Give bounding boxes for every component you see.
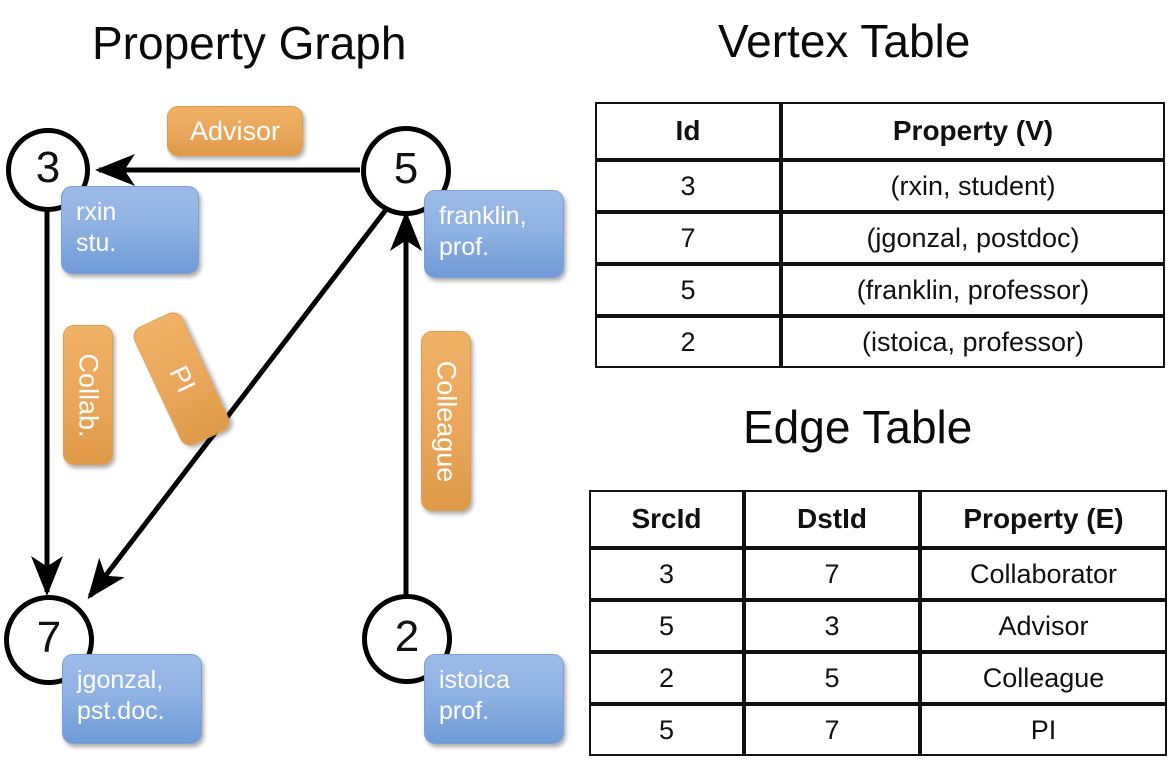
edge-table-header-row: SrcId DstId Property (E) — [589, 490, 1167, 548]
edge-row-3-src: 5 — [589, 704, 744, 756]
page-title-property-graph: Property Graph — [92, 17, 407, 69]
edge-row-0-dst: 7 — [744, 548, 920, 600]
vertex-chip-5-line2: prof. — [439, 233, 490, 261]
graph-node-2[interactable]: 2 — [362, 594, 452, 684]
edge-row-0-property: Collaborator — [920, 548, 1167, 600]
table-row[interactable]: 5 (franklin, professor) — [595, 264, 1165, 316]
graph-edges-svg — [31, 154, 422, 600]
table-row[interactable]: 3 (rxin, student) — [595, 160, 1165, 212]
edge-row-1-src: 5 — [589, 600, 744, 652]
page-title-vertex-table: Vertex Table — [718, 15, 971, 67]
vertex-row-0-id: 3 — [595, 160, 781, 212]
edge-5-to-7 — [87, 205, 390, 600]
vertex-chip-7-line2: pst.doc. — [77, 697, 165, 725]
edge-label-pi-text: PI — [162, 360, 201, 397]
graph-node-5-label: 5 — [393, 144, 419, 193]
vertex-property-chip-5: franklin, prof. — [424, 190, 564, 278]
graph-node-2-label: 2 — [394, 612, 420, 661]
edge-table: SrcId DstId Property (E) 3 7 Collaborato… — [589, 490, 1167, 756]
vertex-row-0-property: (rxin, student) — [781, 160, 1165, 212]
edge-row-0-src: 3 — [589, 548, 744, 600]
vertex-table-col-property: Property (V) — [781, 102, 1165, 160]
graph-node-3-label: 3 — [35, 143, 61, 192]
edge-table-col-property: Property (E) — [920, 490, 1167, 548]
table-row[interactable]: 2 (istoica, professor) — [595, 316, 1165, 368]
edge-label-colleague-text: Colleague — [431, 360, 462, 482]
edge-label-collab-text: Collab. — [73, 352, 104, 438]
vertex-chip-3-line2: stu. — [76, 229, 117, 257]
edge-label-collab: Collab. — [63, 325, 113, 465]
table-row[interactable]: 2 5 Colleague — [589, 652, 1167, 704]
vertex-property-chip-3: rxin stu. — [61, 186, 199, 274]
vertex-table-header-row: Id Property (V) — [595, 102, 1165, 160]
property-graph-panel: Property Graph 3 5 7 2 rxin stu. frankli… — [4, 17, 564, 744]
edge-row-1-property: Advisor — [920, 600, 1167, 652]
edge-row-3-dst: 7 — [744, 704, 920, 756]
table-row[interactable]: 5 7 PI — [589, 704, 1167, 756]
edge-row-2-property: Colleague — [920, 652, 1167, 704]
vertex-table: Id Property (V) 3 (rxin, student) 7 (jgo… — [595, 102, 1165, 368]
edge-label-colleague: Colleague — [421, 331, 471, 511]
page-title-edge-table: Edge Table — [743, 401, 973, 453]
edge-label-advisor: Advisor — [167, 106, 303, 156]
edge-table-col-srcid: SrcId — [589, 490, 744, 548]
vertex-chip-2-line2: prof. — [439, 697, 490, 725]
table-row[interactable]: 5 3 Advisor — [589, 600, 1167, 652]
vertex-chip-5-line1: franklin, — [439, 202, 527, 230]
vertex-property-chip-2: istoica prof. — [424, 654, 564, 744]
vertex-row-3-property: (istoica, professor) — [781, 316, 1165, 368]
edge-label-advisor-text: Advisor — [189, 115, 281, 146]
vertex-chip-7-line1: jgonzal, — [77, 666, 164, 694]
vertex-chip-2-line1: istoica — [439, 666, 510, 694]
table-row[interactable]: 3 7 Collaborator — [589, 548, 1167, 600]
graph-node-7-label: 7 — [36, 613, 62, 662]
table-row[interactable]: 7 (jgonzal, postdoc) — [595, 212, 1165, 264]
edge-row-2-src: 2 — [589, 652, 744, 704]
vertex-table-col-id: Id — [595, 102, 781, 160]
edge-row-1-dst: 3 — [744, 600, 920, 652]
vertex-property-chip-7: jgonzal, pst.doc. — [62, 654, 202, 744]
edge-row-3-property: PI — [920, 704, 1167, 756]
vertex-chip-3-line1: rxin — [76, 198, 117, 226]
vertex-row-1-id: 7 — [595, 212, 781, 264]
edge-row-2-dst: 5 — [744, 652, 920, 704]
edge-table-col-dstid: DstId — [744, 490, 920, 548]
vertex-row-1-property: (jgonzal, postdoc) — [781, 212, 1165, 264]
graph-node-5[interactable]: 5 — [361, 126, 451, 216]
vertex-row-2-id: 5 — [595, 264, 781, 316]
vertex-row-3-id: 2 — [595, 316, 781, 368]
vertex-row-2-property: (franklin, professor) — [781, 264, 1165, 316]
